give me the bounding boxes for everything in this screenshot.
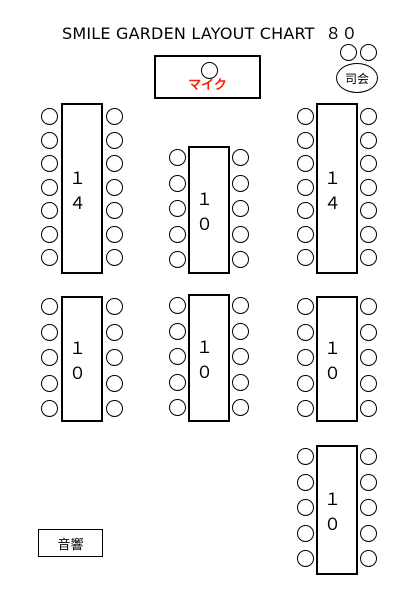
chair bbox=[106, 202, 123, 219]
chair bbox=[297, 202, 314, 219]
chair bbox=[169, 399, 186, 416]
chair bbox=[297, 131, 314, 149]
chair bbox=[297, 178, 314, 196]
chair bbox=[169, 251, 186, 268]
chair bbox=[41, 374, 58, 392]
chair bbox=[232, 174, 249, 192]
table-right-middle: １０ bbox=[316, 296, 358, 422]
chair bbox=[106, 323, 123, 341]
chair bbox=[297, 400, 314, 417]
table-left-top: １４ bbox=[61, 103, 103, 274]
chair bbox=[360, 225, 377, 243]
chart-title: SMILE GARDEN LAYOUT CHART ８０ bbox=[62, 24, 358, 43]
chair bbox=[106, 178, 123, 196]
chair bbox=[297, 298, 314, 315]
chair bbox=[297, 225, 314, 243]
chair bbox=[41, 131, 58, 149]
mic-label: マイク bbox=[188, 78, 227, 93]
chair bbox=[360, 108, 377, 125]
chair bbox=[232, 348, 249, 365]
chair bbox=[106, 374, 123, 392]
chair bbox=[106, 108, 123, 125]
chair bbox=[169, 174, 186, 192]
chair bbox=[360, 202, 377, 219]
chair bbox=[360, 155, 377, 172]
chair bbox=[41, 400, 58, 417]
chair bbox=[106, 298, 123, 315]
mc-chair bbox=[360, 44, 377, 61]
chair bbox=[169, 373, 186, 391]
table-right-bottom: １０ bbox=[316, 445, 358, 575]
chair bbox=[297, 524, 314, 542]
chair bbox=[106, 155, 123, 172]
chair bbox=[41, 349, 58, 366]
chair bbox=[297, 249, 314, 266]
microphone-stage: マイク bbox=[154, 55, 261, 99]
chair bbox=[106, 249, 123, 266]
chair bbox=[297, 448, 314, 465]
mic-icon bbox=[201, 62, 218, 79]
chair bbox=[360, 178, 377, 196]
chair bbox=[360, 349, 377, 366]
table-right-top: １４ bbox=[316, 103, 358, 274]
sound-booth: 音響 bbox=[38, 529, 103, 557]
chair bbox=[360, 298, 377, 315]
chair bbox=[232, 225, 249, 243]
chair bbox=[106, 400, 123, 417]
chair bbox=[232, 251, 249, 268]
chair bbox=[41, 298, 58, 315]
chair bbox=[297, 108, 314, 125]
chair bbox=[106, 225, 123, 243]
chair bbox=[297, 155, 314, 172]
chair bbox=[360, 524, 377, 542]
chair bbox=[169, 297, 186, 314]
chair bbox=[360, 249, 377, 266]
chair bbox=[297, 550, 314, 567]
chair bbox=[360, 131, 377, 149]
table-center-top: １０ bbox=[188, 146, 230, 274]
chair bbox=[169, 200, 186, 217]
chair bbox=[41, 225, 58, 243]
chair bbox=[169, 149, 186, 166]
mc-podium: 司会 bbox=[336, 63, 378, 93]
chair bbox=[232, 200, 249, 217]
chair bbox=[360, 374, 377, 392]
mc-chair bbox=[340, 44, 357, 61]
chair bbox=[169, 322, 186, 340]
chair bbox=[41, 249, 58, 266]
chair bbox=[41, 155, 58, 172]
chair bbox=[297, 374, 314, 392]
chair bbox=[297, 499, 314, 516]
chair bbox=[232, 373, 249, 391]
chair bbox=[106, 349, 123, 366]
chair bbox=[106, 131, 123, 149]
chair bbox=[360, 400, 377, 417]
chair bbox=[360, 499, 377, 516]
chair bbox=[232, 149, 249, 166]
chair bbox=[169, 348, 186, 365]
chair bbox=[360, 473, 377, 491]
chair bbox=[360, 323, 377, 341]
chair bbox=[360, 550, 377, 567]
chair bbox=[41, 178, 58, 196]
chair bbox=[232, 322, 249, 340]
chair bbox=[297, 323, 314, 341]
chair bbox=[360, 448, 377, 465]
chair bbox=[41, 108, 58, 125]
chair bbox=[232, 297, 249, 314]
table-left-bottom: １０ bbox=[61, 296, 103, 422]
chair bbox=[232, 399, 249, 416]
table-center-bottom: １０ bbox=[188, 294, 230, 422]
chair bbox=[41, 323, 58, 341]
chair bbox=[297, 473, 314, 491]
chair bbox=[297, 349, 314, 366]
chair bbox=[41, 202, 58, 219]
chair bbox=[169, 225, 186, 243]
